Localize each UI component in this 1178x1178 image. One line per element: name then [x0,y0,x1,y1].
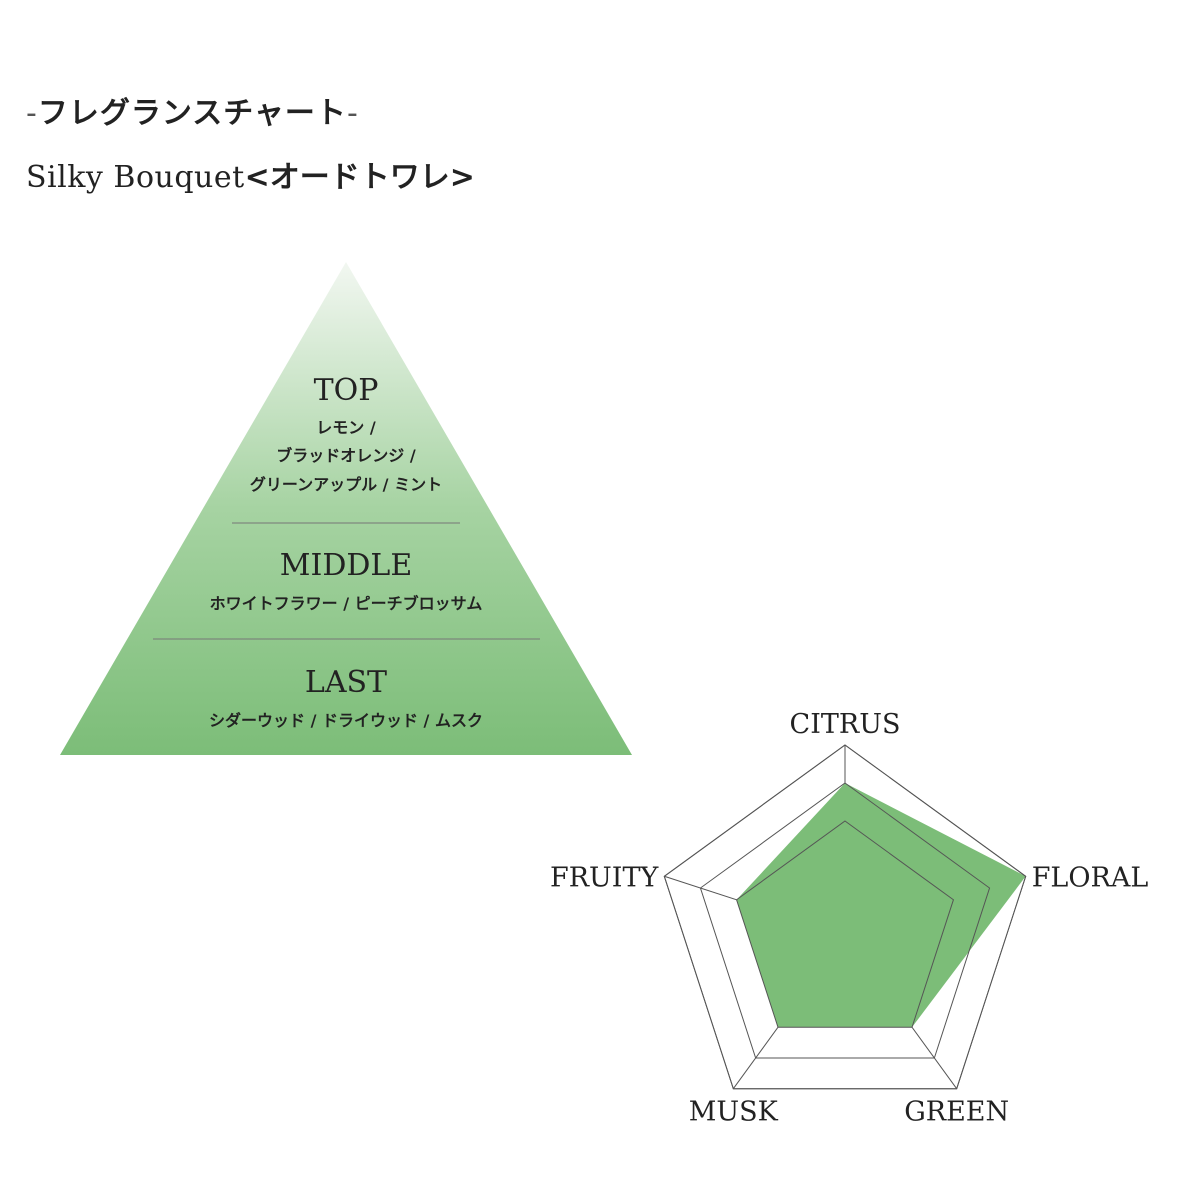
product-type: <オードトワレ> [244,160,475,195]
middle-notes-line-1: ホワイトフラワー / ピーチブロッサム [210,594,483,613]
radar-grid-outline [663,744,1027,1090]
pyramid-shape [60,262,632,755]
radar-label-musk: MUSK [689,1097,779,1128]
radar-label-fruity: FRUITY [550,862,659,893]
radar-label-floral: FLORAL [1032,862,1149,893]
scent-radar-chart: CITRUS FLORAL GREEN MUSK FRUITY [550,709,1148,1128]
page-title: -フレグランスチャート- [26,96,359,131]
top-notes-line-3: グリーンアップル / ミント [250,475,442,494]
last-notes-heading: LAST [305,665,387,700]
top-notes-heading: TOP [314,373,379,408]
radar-label-citrus: CITRUS [790,709,901,740]
radar-series-area [736,783,1026,1028]
radar-label-green: GREEN [904,1097,1009,1128]
radar-axis-labels: CITRUS FLORAL GREEN MUSK FRUITY [550,709,1148,1128]
last-notes-line-1: シダーウッド / ドライウッド / ムスク [209,711,483,730]
product-name: Silky Bouquet [26,160,245,195]
middle-notes-heading: MIDDLE [280,548,413,583]
top-notes-line-1: レモン / [316,418,376,437]
product-title: Silky Bouquet<オードトワレ> [26,152,475,196]
note-pyramid: TOP レモン / ブラッドオレンジ / グリーンアップル / ミント MIDD… [60,262,632,755]
radar-grid-level-3 [735,820,955,1028]
radar-outer-ring [663,744,1027,1090]
top-notes-line-2: ブラッドオレンジ / [276,446,416,465]
radar-grid-level-4 [699,782,991,1059]
